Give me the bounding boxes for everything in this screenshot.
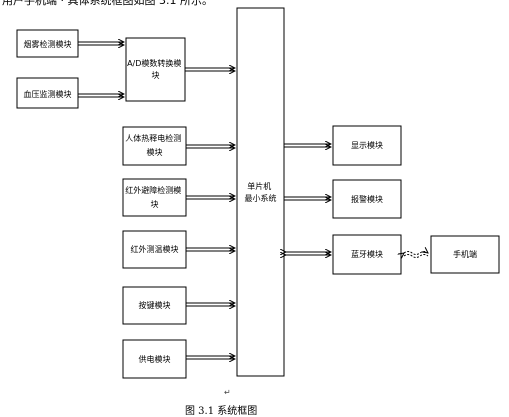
bp-monitor-box bbox=[16, 77, 79, 109]
arrow-pir-to-mcu bbox=[186, 145, 235, 148]
svg-text:供电模块: 供电模块 bbox=[139, 354, 171, 364]
keys-box bbox=[122, 286, 187, 325]
bluetooth-label: 蓝牙模块 bbox=[351, 249, 383, 259]
svg-text:红外测温模块: 红外测温模块 bbox=[131, 244, 179, 254]
alarm-box bbox=[332, 179, 402, 219]
svg-text:血压监测模块: 血压监测模块 bbox=[24, 89, 72, 99]
ir-temp-box bbox=[122, 230, 187, 269]
smoke-detect-label: 烟雾检测模块 bbox=[24, 39, 72, 49]
arrow-ir-obstacle-to-mcu bbox=[186, 196, 235, 199]
arrow-bluetooth-phone-wireless bbox=[404, 252, 428, 258]
figure-caption: 图 3.1 系统框图 bbox=[185, 406, 258, 417]
ir-temp-label: 红外测温模块 bbox=[131, 244, 179, 254]
header-text-fragment: 用户手机端 · 具体系统框图如图 3.1 所示。 bbox=[2, 0, 213, 7]
power-box bbox=[122, 339, 187, 379]
arrow-mcu-to-alarm bbox=[284, 197, 331, 200]
svg-text:A/D模数转换模 块: A/D模数转换模 块 bbox=[127, 58, 184, 80]
bluetooth-box bbox=[332, 234, 402, 275]
keys-label: 按键模块 bbox=[139, 300, 171, 310]
adc-box bbox=[125, 37, 186, 102]
svg-text:烟雾检测模块: 烟雾检测模块 bbox=[24, 39, 72, 49]
svg-text:手机端: 手机端 bbox=[453, 249, 477, 259]
mcu-box bbox=[236, 7, 285, 377]
svg-text:显示模块: 显示模块 bbox=[351, 140, 383, 150]
arrow-keys-to-mcu bbox=[186, 303, 235, 306]
phone-label: 手机端 bbox=[453, 249, 477, 259]
ir-obstacle-label-line1: 红外避障检测模 bbox=[125, 185, 181, 195]
arrow-smoke-to-adc bbox=[78, 42, 124, 45]
display-box bbox=[332, 125, 402, 166]
svg-text:红外避障检测模 块: 红外避障检测模 块 bbox=[125, 185, 184, 209]
alarm-label: 报警模块 bbox=[351, 194, 383, 204]
bp-monitor-label: 血压监测模块 bbox=[24, 89, 72, 99]
phone-box bbox=[430, 235, 500, 274]
svg-text:单片机 最小系统: 单片机 最小系统 bbox=[245, 181, 277, 203]
paragraph-mark: ↵ bbox=[224, 388, 231, 397]
svg-text:蓝牙模块: 蓝牙模块 bbox=[351, 249, 383, 259]
svg-text:报警模块: 报警模块 bbox=[351, 194, 383, 204]
arrow-mcu-to-display bbox=[284, 144, 331, 147]
pir-detect-label-line1: 人体热释电检测 bbox=[125, 133, 181, 143]
ir-obstacle-label-line2: 块 bbox=[151, 199, 159, 209]
smoke-detect-box bbox=[16, 29, 79, 58]
arrow-adc-to-mcu bbox=[185, 68, 235, 71]
arrow-ir-temp-to-mcu bbox=[186, 248, 235, 251]
mcu-label-line2: 最小系统 bbox=[245, 193, 277, 203]
display-label: 显示模块 bbox=[351, 140, 383, 150]
ir-obstacle-box bbox=[122, 178, 187, 217]
power-label: 供电模块 bbox=[139, 354, 171, 364]
adc-label-line2: 块 bbox=[152, 70, 160, 80]
mcu-label-line1: 单片机 bbox=[247, 181, 271, 191]
adc-label-line1: A/D模数转换模 bbox=[127, 58, 181, 68]
pir-detect-label-line2: 模块 bbox=[147, 147, 163, 157]
pir-detect-box bbox=[122, 126, 187, 166]
arrow-power-to-mcu bbox=[186, 356, 235, 359]
svg-text:按键模块: 按键模块 bbox=[139, 300, 171, 310]
svg-text:人体热释电检测 模块: 人体热释电检测 模块 bbox=[125, 133, 184, 157]
arrow-mcu-bluetooth-bidirectional bbox=[286, 252, 331, 255]
arrow-bp-to-adc bbox=[78, 94, 124, 97]
